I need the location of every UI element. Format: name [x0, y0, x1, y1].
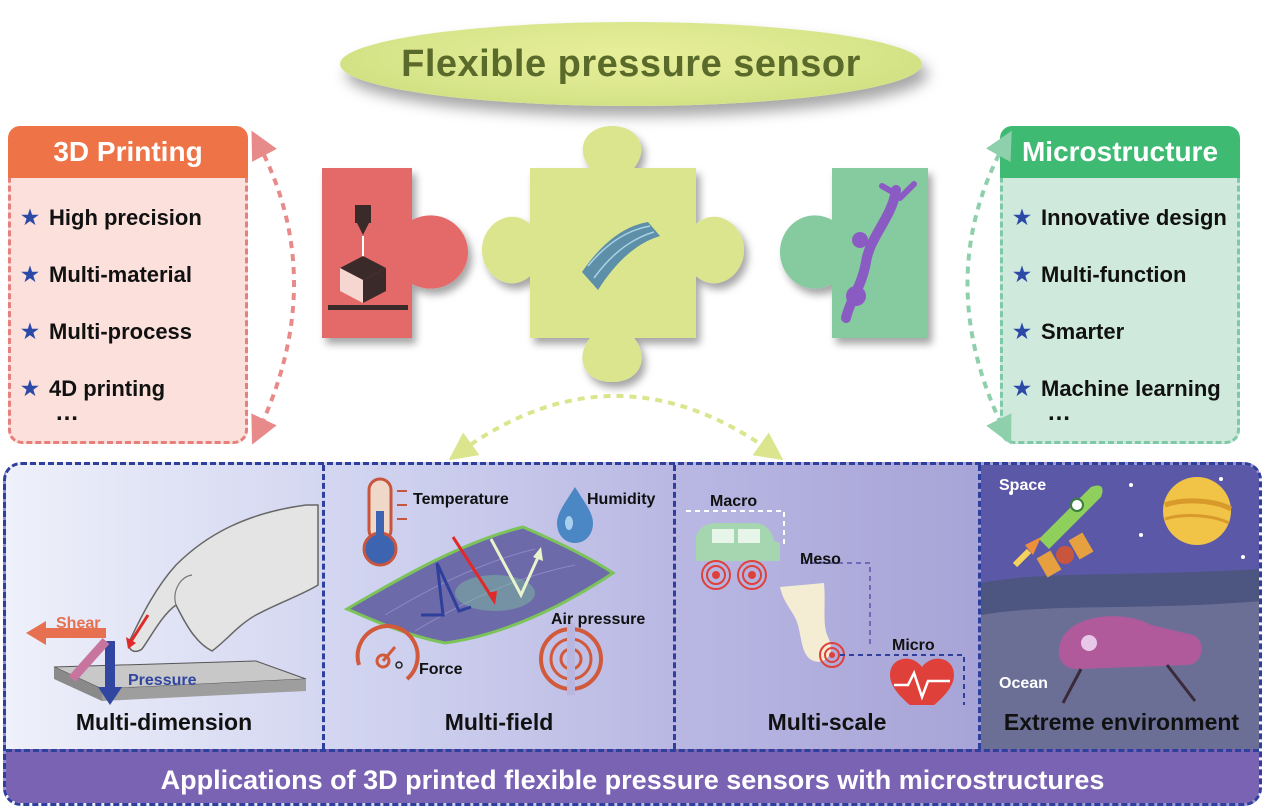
ellipsis: … [55, 399, 79, 426]
star-icon: ★ [21, 207, 39, 229]
list-item: ★ 4D printing [11, 360, 245, 417]
panel-divider [322, 465, 325, 749]
microstructure-header: Microstructure [1000, 126, 1240, 178]
list-item: ★ Innovative design [1003, 189, 1237, 246]
panel-divider [673, 465, 676, 749]
humidity-label: Humidity [587, 491, 656, 508]
satellite-icon [1036, 532, 1094, 578]
pressure-label: Pressure [128, 672, 197, 689]
extreme-environment-label: Extreme environment [1003, 709, 1240, 735]
microstructure-icon [841, 181, 917, 323]
title-ellipse: Flexible pressure sensor [340, 22, 922, 106]
multi-scale-panel: Macro Meso Micro Multi-scale [676, 465, 978, 749]
multi-field-panel: Temperature Humidity Force Air pressure … [325, 465, 673, 749]
multi-field-illustration [343, 477, 616, 695]
list-item-label: High precision [49, 204, 202, 230]
list-item: ★ High precision [11, 189, 245, 246]
list-item: ★ Machine learning [1003, 360, 1237, 417]
list-item-label: Machine learning [1041, 375, 1221, 401]
3d-printer-icon [328, 205, 408, 310]
3d-printing-list: ★ High precision ★ Multi-material ★ Multi-p… [11, 189, 245, 417]
micro-label: Micro [892, 637, 935, 654]
star-icon: ★ [1013, 378, 1031, 400]
arrow-microstructure [965, 130, 1012, 445]
force-label: Force [419, 661, 463, 678]
arrow-3d-printing [251, 130, 296, 445]
temperature-label: Temperature [413, 491, 509, 508]
applications-banner: Applications of 3D printed flexible pres… [6, 749, 1259, 803]
star-icon: ★ [1013, 207, 1031, 229]
thermometer-icon [362, 477, 407, 567]
star-icon: ★ [1013, 321, 1031, 343]
list-item: ★ Smarter [1003, 303, 1237, 360]
list-item-label: Multi-process [49, 318, 193, 344]
list-item-label: 4D printing [49, 375, 166, 401]
extreme-environment-illustration [981, 465, 1259, 749]
ocean-label: Ocean [999, 675, 1048, 692]
3d-printing-box: 3D Printing ★ High precision ★ Multi-mater… [8, 126, 248, 444]
list-item: ★ Multi-function [1003, 246, 1237, 303]
list-item-label: Multi-function [1041, 261, 1187, 287]
multi-scale-illustration [686, 510, 965, 705]
car-icon [696, 523, 780, 561]
list-item: ★ Multi-process [11, 303, 245, 360]
shear-label: Shear [56, 615, 101, 632]
multi-scale-label: Multi-scale [767, 709, 887, 735]
star-icon: ★ [21, 378, 39, 400]
microstructure-box: Microstructure ★ Innovative design ★ Multi… [1000, 126, 1240, 444]
heart-icon [890, 658, 954, 705]
list-item: ★ Multi-material [11, 246, 245, 303]
arrow-applications [448, 394, 784, 461]
ellipsis: … [1047, 399, 1071, 426]
multi-dimension-panel: Shear Pressure Multi-dimension [6, 465, 322, 749]
star-icon: ★ [21, 321, 39, 343]
panel-divider [978, 465, 981, 749]
multi-field-label: Multi-field [444, 709, 554, 735]
foot-icon [780, 583, 845, 668]
humidity-drop-icon [557, 487, 593, 543]
meso-label: Meso [800, 551, 841, 568]
puzzle-diagram [251, 126, 1012, 461]
air-pressure-label: Air pressure [551, 611, 646, 628]
rocket-icon [1012, 485, 1103, 568]
air-pressure-icon [539, 623, 603, 695]
macro-label: Macro [710, 493, 758, 510]
wheel-sensor-icon [701, 560, 767, 590]
list-item-label: Multi-material [49, 261, 193, 287]
star-icon: ★ [21, 264, 39, 286]
submarine-icon [1058, 616, 1202, 704]
puzzle-piece-red [322, 168, 468, 338]
force-gauge-icon [355, 624, 420, 681]
space-label: Space [999, 477, 1047, 494]
list-item-label: Smarter [1041, 318, 1125, 344]
microstructure-list: ★ Innovative design ★ Multi-function ★ Smar… [1003, 189, 1237, 417]
page-title: Flexible pressure sensor [401, 42, 861, 85]
sensor-film-icon [582, 222, 660, 290]
star-icon: ★ [1013, 264, 1031, 286]
applications-container: Shear Pressure Multi-dimension [3, 462, 1262, 806]
3d-printing-header: 3D Printing [8, 126, 248, 178]
extreme-environment-panel: Space Ocean Extreme environment [981, 465, 1259, 749]
multi-dimension-label: Multi-dimension [75, 709, 253, 735]
list-item-label: Innovative design [1041, 204, 1227, 230]
hand-pressing-illustration [26, 504, 319, 705]
